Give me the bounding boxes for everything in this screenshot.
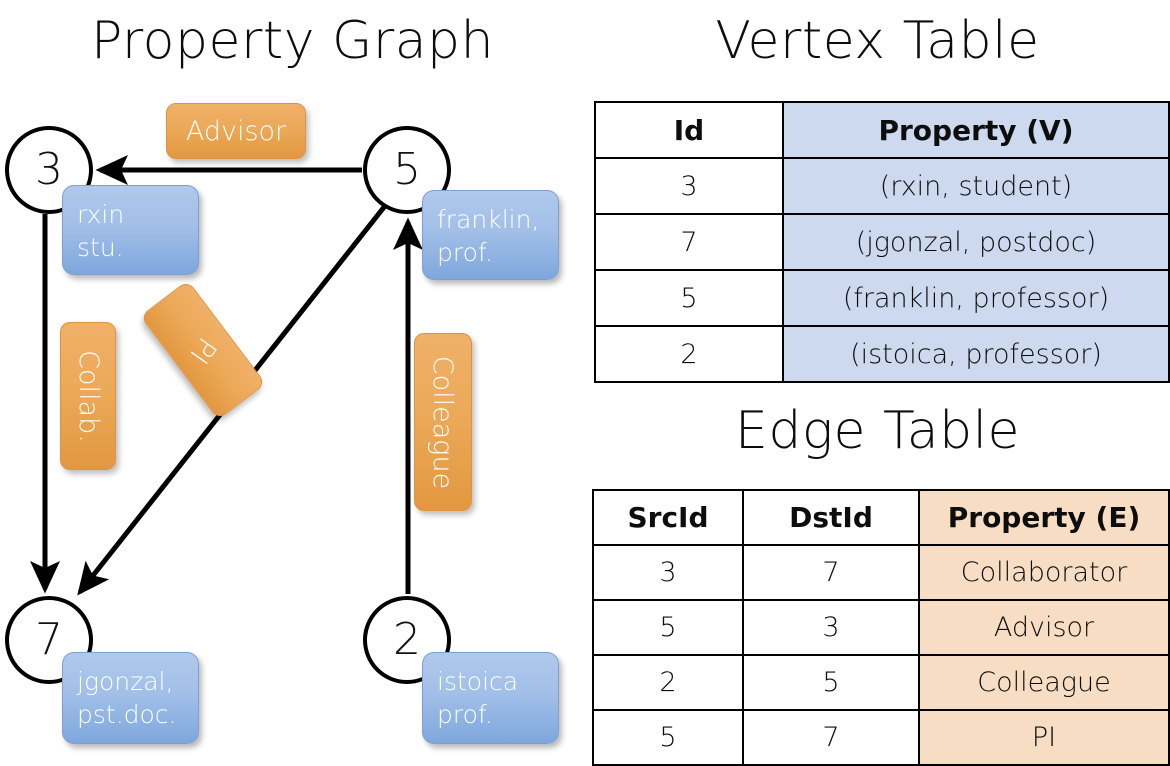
vertex-table: Id Property (V) 3 (rxin, student) 7 (jgo… (594, 101, 1170, 383)
node-property-callout-franklin: franklin, prof. (422, 190, 559, 280)
vertex-table-header-id: Id (594, 101, 784, 159)
page-title-edge-table: Edge Table (734, 401, 1021, 461)
edge-table: SrcId DstId Property (E) 3 7 Collaborato… (592, 489, 1170, 766)
graph-node-2[interactable]: 2 (363, 596, 451, 684)
edge-label-pi-text: PI (183, 331, 223, 369)
edge-table-header-srcid: SrcId (592, 489, 744, 546)
vertex-row-1-property: (jgonzal, postdoc) (782, 213, 1170, 271)
edge-label-colleague: Colleague (414, 333, 472, 511)
table-row: 5 3 Advisor (592, 599, 1170, 656)
vertex-row-1-id: 7 (594, 213, 784, 271)
node-property-franklin-line2: prof. (437, 238, 493, 267)
node-property-istoica-line2: prof. (437, 700, 493, 729)
edge-row-0-dst: 7 (742, 544, 920, 601)
vertex-row-2-property: (franklin, professor) (782, 269, 1170, 327)
edge-label-advisor-text: Advisor (185, 115, 287, 147)
page-title-property-graph: Property Graph (90, 11, 495, 71)
edge-row-2-property: Colleague (918, 654, 1170, 711)
edge-row-2-src: 2 (592, 654, 744, 711)
graph-node-5-label: 5 (393, 144, 421, 195)
edge-row-0-src: 3 (592, 544, 744, 601)
edge-table-header-dstid: DstId (742, 489, 920, 546)
vertex-row-3-property: (istoica, professor) (782, 325, 1170, 383)
vertex-row-3-id: 2 (594, 325, 784, 383)
table-row: 2 (istoica, professor) (594, 325, 1170, 383)
vertex-row-0-property: (rxin, student) (782, 157, 1170, 215)
node-property-rxin-line2: stu. (77, 233, 124, 262)
edge-row-1-dst: 3 (742, 599, 920, 656)
edge-row-3-property: PI (918, 709, 1170, 766)
node-property-istoica-line1: istoica (437, 667, 519, 696)
table-row: 2 5 Colleague (592, 654, 1170, 711)
node-property-callout-istoica: istoica prof. (422, 652, 559, 744)
table-row: 7 (jgonzal, postdoc) (594, 213, 1170, 271)
graph-node-7-label: 7 (35, 614, 63, 665)
edge-table-header-row: SrcId DstId Property (E) (592, 489, 1170, 546)
edge-label-collab-text: Collab. (72, 349, 104, 443)
edge-row-1-property: Advisor (918, 599, 1170, 656)
node-property-callout-jgonzal: jgonzal, pst.doc. (62, 652, 199, 744)
property-graph-diagram: 3 5 7 2 rxin stu. franklin, prof. jgonza… (0, 0, 585, 760)
vertex-row-2-id: 5 (594, 269, 784, 327)
page-title-vertex-table: Vertex Table (715, 11, 1040, 71)
graph-node-2-label: 2 (393, 614, 421, 665)
graph-node-3-label: 3 (35, 144, 63, 195)
edge-label-advisor: Advisor (166, 103, 306, 159)
node-property-franklin-line1: franklin, (437, 205, 540, 234)
node-property-rxin-line1: rxin (77, 200, 125, 229)
edge-label-collab: Collab. (60, 322, 116, 470)
table-row: 3 (rxin, student) (594, 157, 1170, 215)
node-property-callout-rxin: rxin stu. (62, 185, 199, 275)
vertex-row-0-id: 3 (594, 157, 784, 215)
edge-row-3-dst: 7 (742, 709, 920, 766)
vertex-table-header-row: Id Property (V) (594, 101, 1170, 159)
node-property-jgonzal-line1: jgonzal, (77, 667, 174, 696)
edge-row-2-dst: 5 (742, 654, 920, 711)
edge-row-1-src: 5 (592, 599, 744, 656)
graph-node-5[interactable]: 5 (363, 126, 451, 214)
table-row: 5 7 PI (592, 709, 1170, 766)
edge-table-header-property: Property (E) (918, 489, 1170, 546)
edge-row-3-src: 5 (592, 709, 744, 766)
node-property-jgonzal-line2: pst.doc. (77, 700, 177, 729)
table-row: 5 (franklin, professor) (594, 269, 1170, 327)
edge-row-0-property: Collaborator (918, 544, 1170, 601)
table-row: 3 7 Collaborator (592, 544, 1170, 601)
edge-label-colleague-text: Colleague (427, 355, 459, 489)
vertex-table-header-property: Property (V) (782, 101, 1170, 159)
